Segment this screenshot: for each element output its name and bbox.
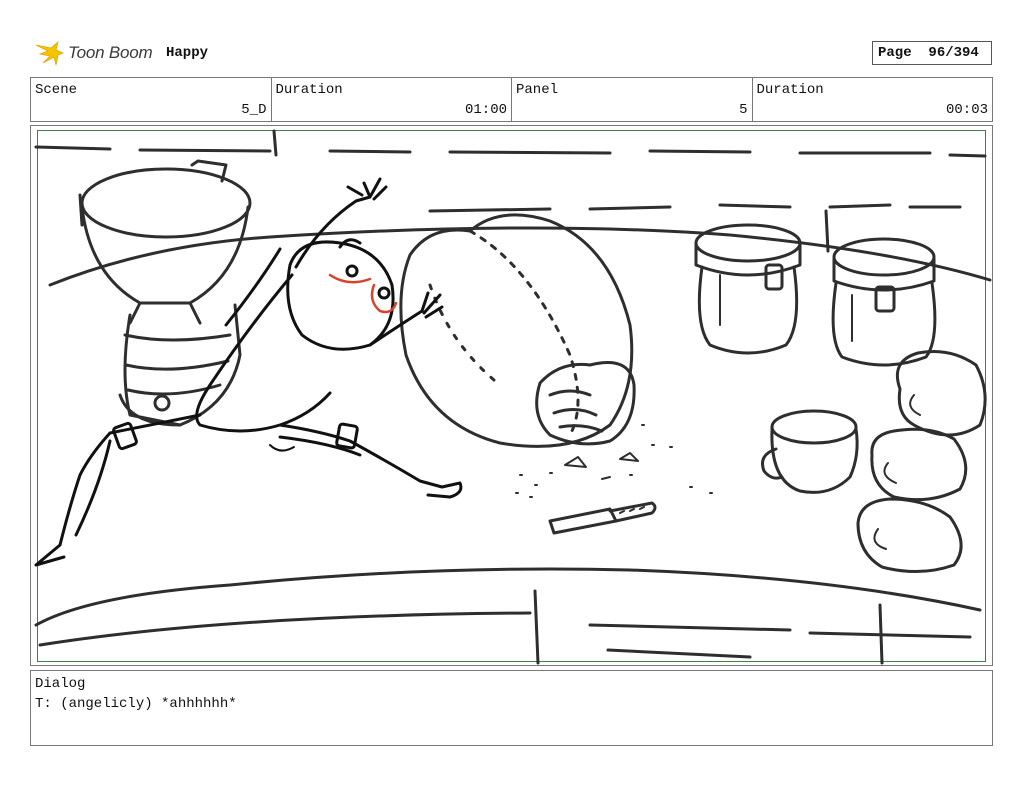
toon-boom-logo-icon: [35, 40, 64, 66]
jar-left: [694, 223, 802, 355]
storyboard-panel-frame: [30, 125, 993, 666]
dialog-label: Dialog: [35, 676, 86, 692]
panel-duration-cell: Duration 00:03: [753, 78, 993, 121]
page-indicator: Page 96/394: [872, 41, 992, 65]
coffee-mug: [761, 409, 859, 494]
counter-back-edge: [48, 226, 992, 287]
character-sketch: [34, 177, 463, 567]
panel-duration-value: 00:03: [945, 102, 988, 118]
scene-duration-label: Duration: [275, 82, 343, 98]
bread-knife: [548, 501, 657, 535]
dialog-text: T: (angelicly) *ahhhhhh*: [35, 696, 237, 712]
bread-crumbs: [515, 424, 713, 498]
storyboard-sketch: [34, 129, 992, 665]
project-title: Happy: [166, 45, 209, 61]
toon-boom-logo: Toon Boom: [34, 38, 158, 68]
scene-value: 5_D: [241, 102, 267, 118]
counter-verticals: [533, 589, 884, 665]
brand-name: Toon Boom: [68, 43, 153, 62]
scene-info-row: Scene 5_D Duration 01:00 Panel 5 Duratio…: [30, 77, 993, 122]
panel-cell: Panel 5: [512, 78, 753, 121]
bread-loaf: [399, 213, 636, 448]
dialog-box: Dialog T: (angelicly) *ahhhhhh*: [30, 670, 993, 746]
jar-right: [831, 237, 937, 367]
page-label: Page: [878, 45, 912, 61]
counter-front-lower: [38, 611, 972, 647]
scene-label: Scene: [35, 82, 78, 98]
coffee-grinder: [80, 159, 252, 427]
panel-duration-label: Duration: [756, 82, 824, 98]
panel-value: 5: [739, 102, 748, 118]
face-accents: [328, 273, 398, 314]
wall-line-mid: [428, 203, 962, 213]
scene-duration-value: 01:00: [464, 102, 507, 118]
page-value: 96/394: [928, 45, 979, 61]
scene-cell: Scene 5_D: [31, 78, 272, 121]
panel-label: Panel: [516, 82, 559, 98]
counter-front-edge: [34, 567, 982, 627]
bread-rolls: [856, 350, 987, 574]
scene-duration-cell: Duration 01:00: [272, 78, 512, 121]
wall-line-top: [34, 145, 987, 158]
